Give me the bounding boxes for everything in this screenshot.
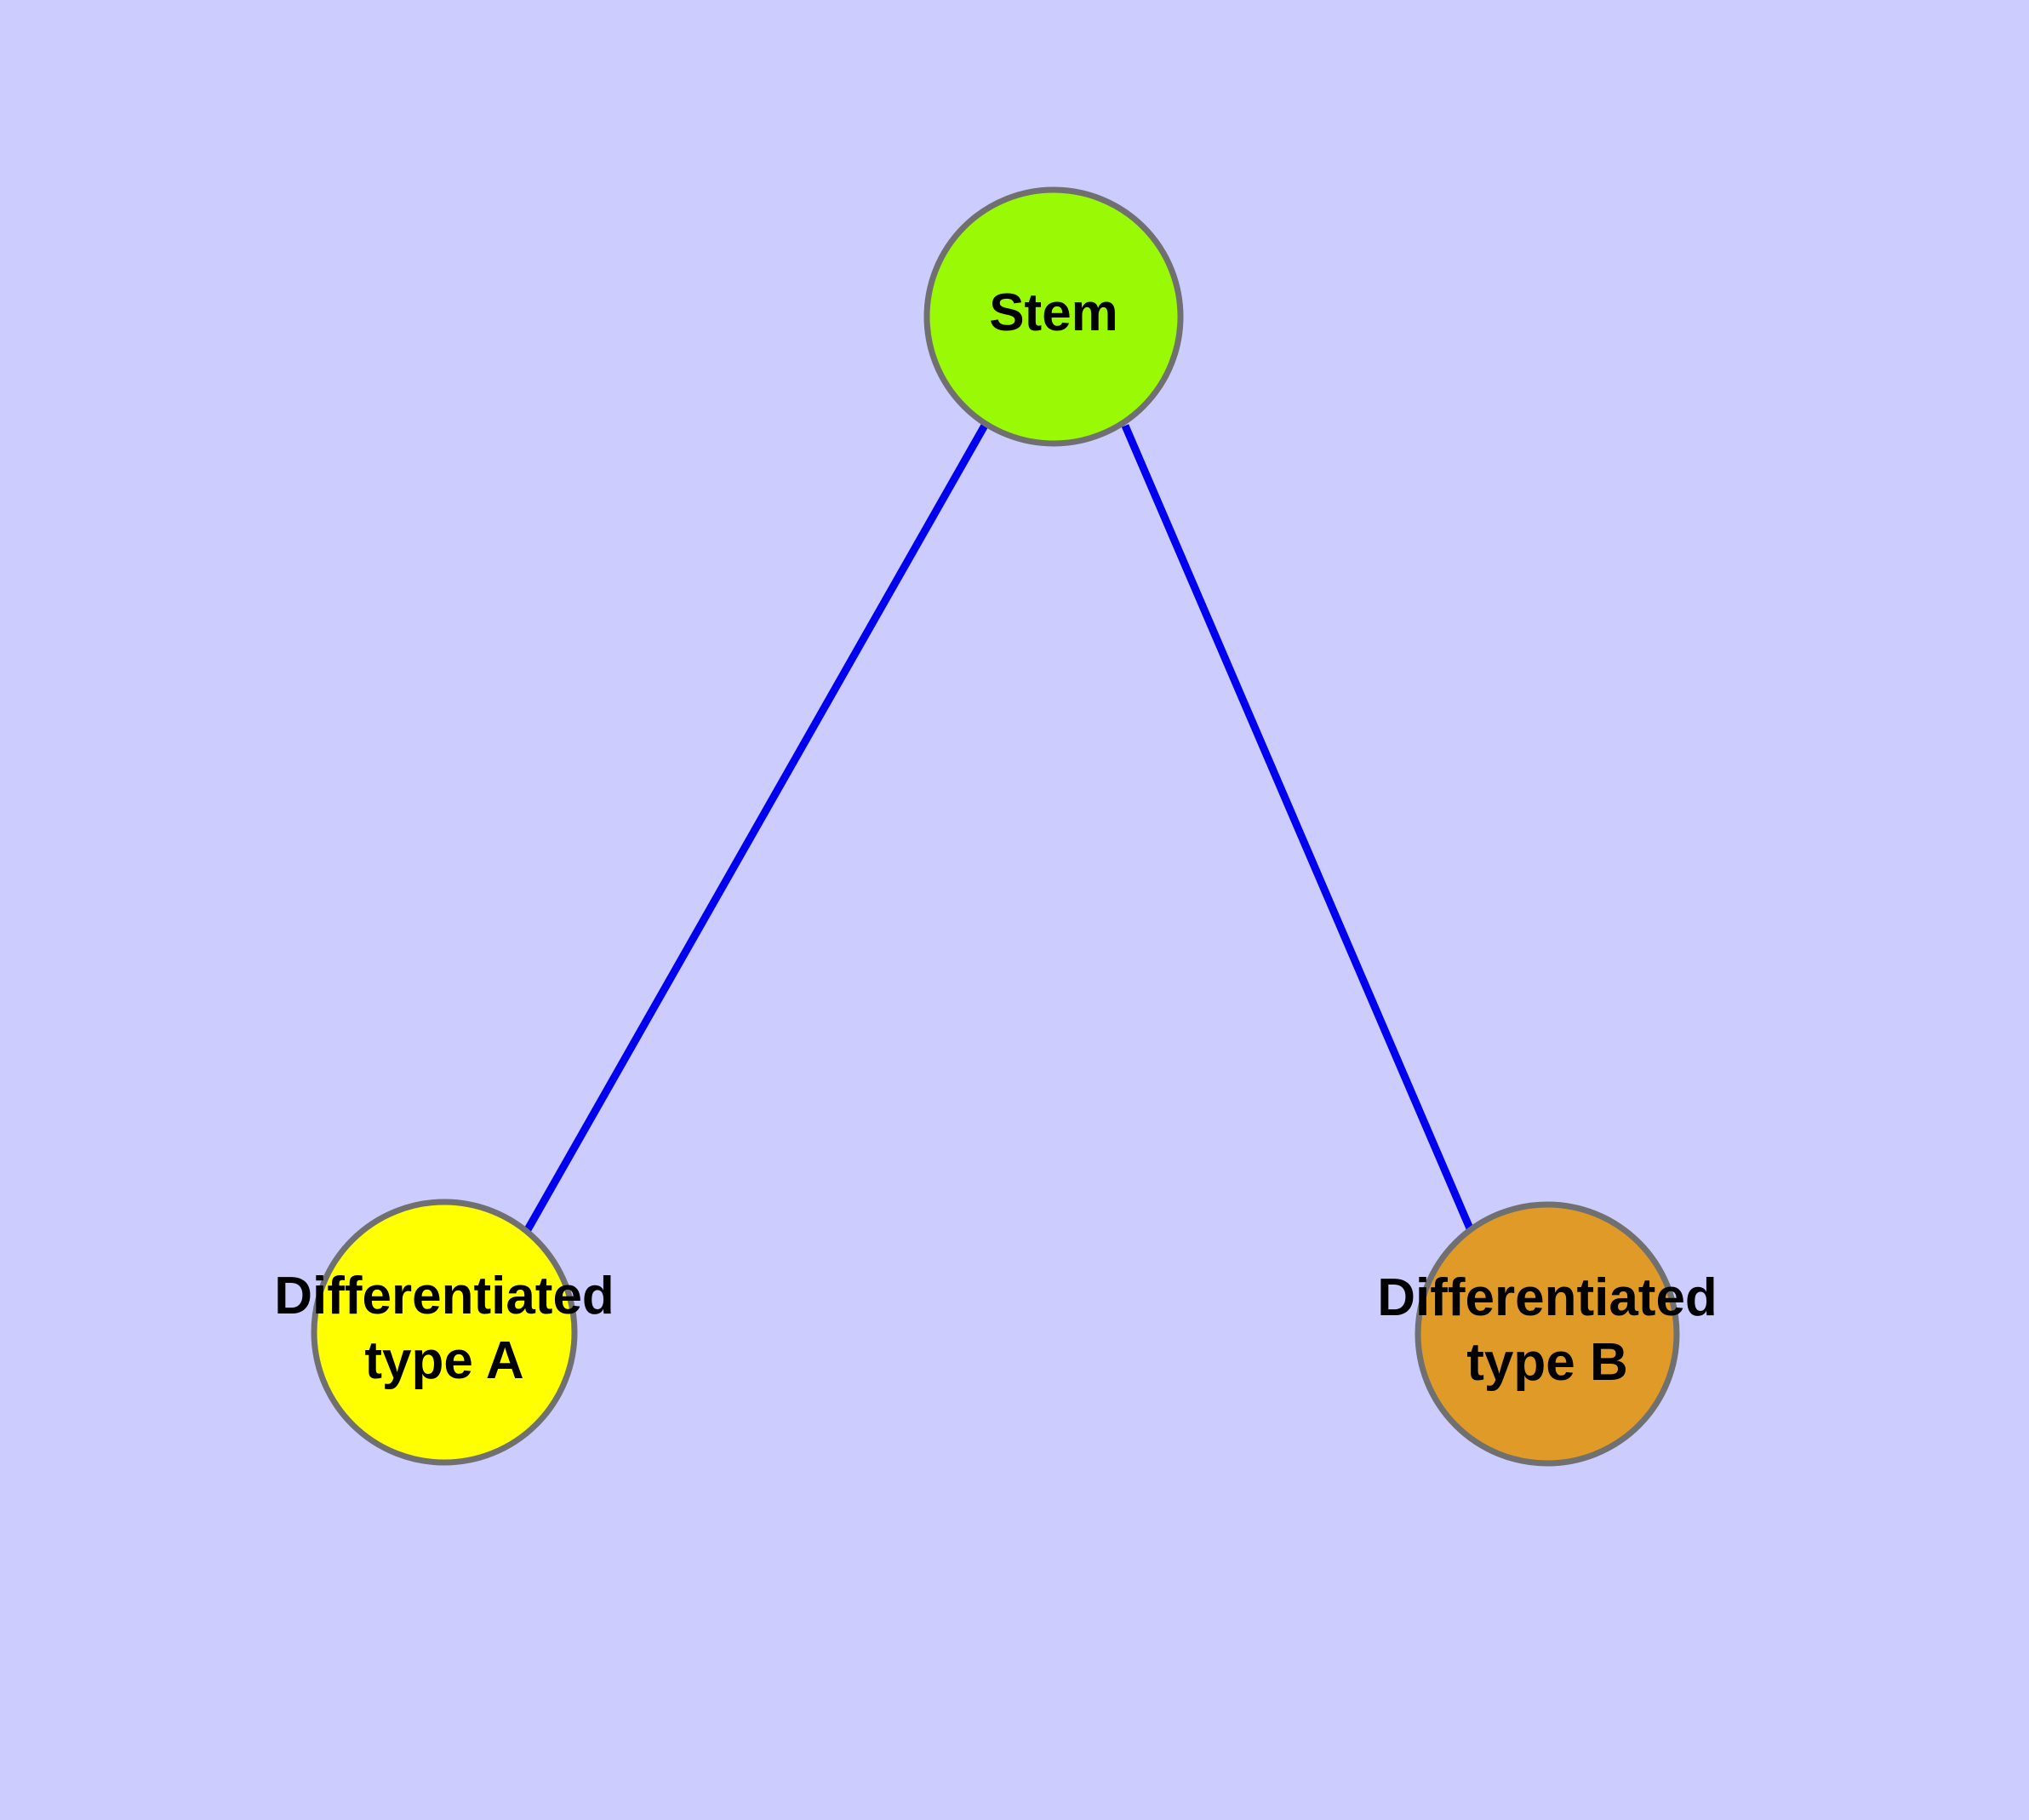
graph-node-stem[interactable]: [923, 186, 1184, 447]
label-line: Stem: [989, 283, 1118, 342]
graph-node-label-stem: Stem: [989, 283, 1118, 342]
graph-edge-stem-to-diff-a[interactable]: [523, 421, 989, 1235]
label-line: type B: [1466, 1333, 1627, 1392]
label-line: Differentiated: [1377, 1269, 1718, 1328]
graph-edge-stem-to-diff-b[interactable]: [1121, 424, 1477, 1236]
label-line: type A: [364, 1331, 523, 1390]
edges-layer: [523, 421, 1477, 1236]
label-line: Differentiated: [274, 1268, 614, 1326]
graph-node-diff_b[interactable]: [1415, 1201, 1680, 1467]
graph-node-diff_a[interactable]: [311, 1199, 578, 1466]
nodes-layer: [311, 186, 1680, 1467]
